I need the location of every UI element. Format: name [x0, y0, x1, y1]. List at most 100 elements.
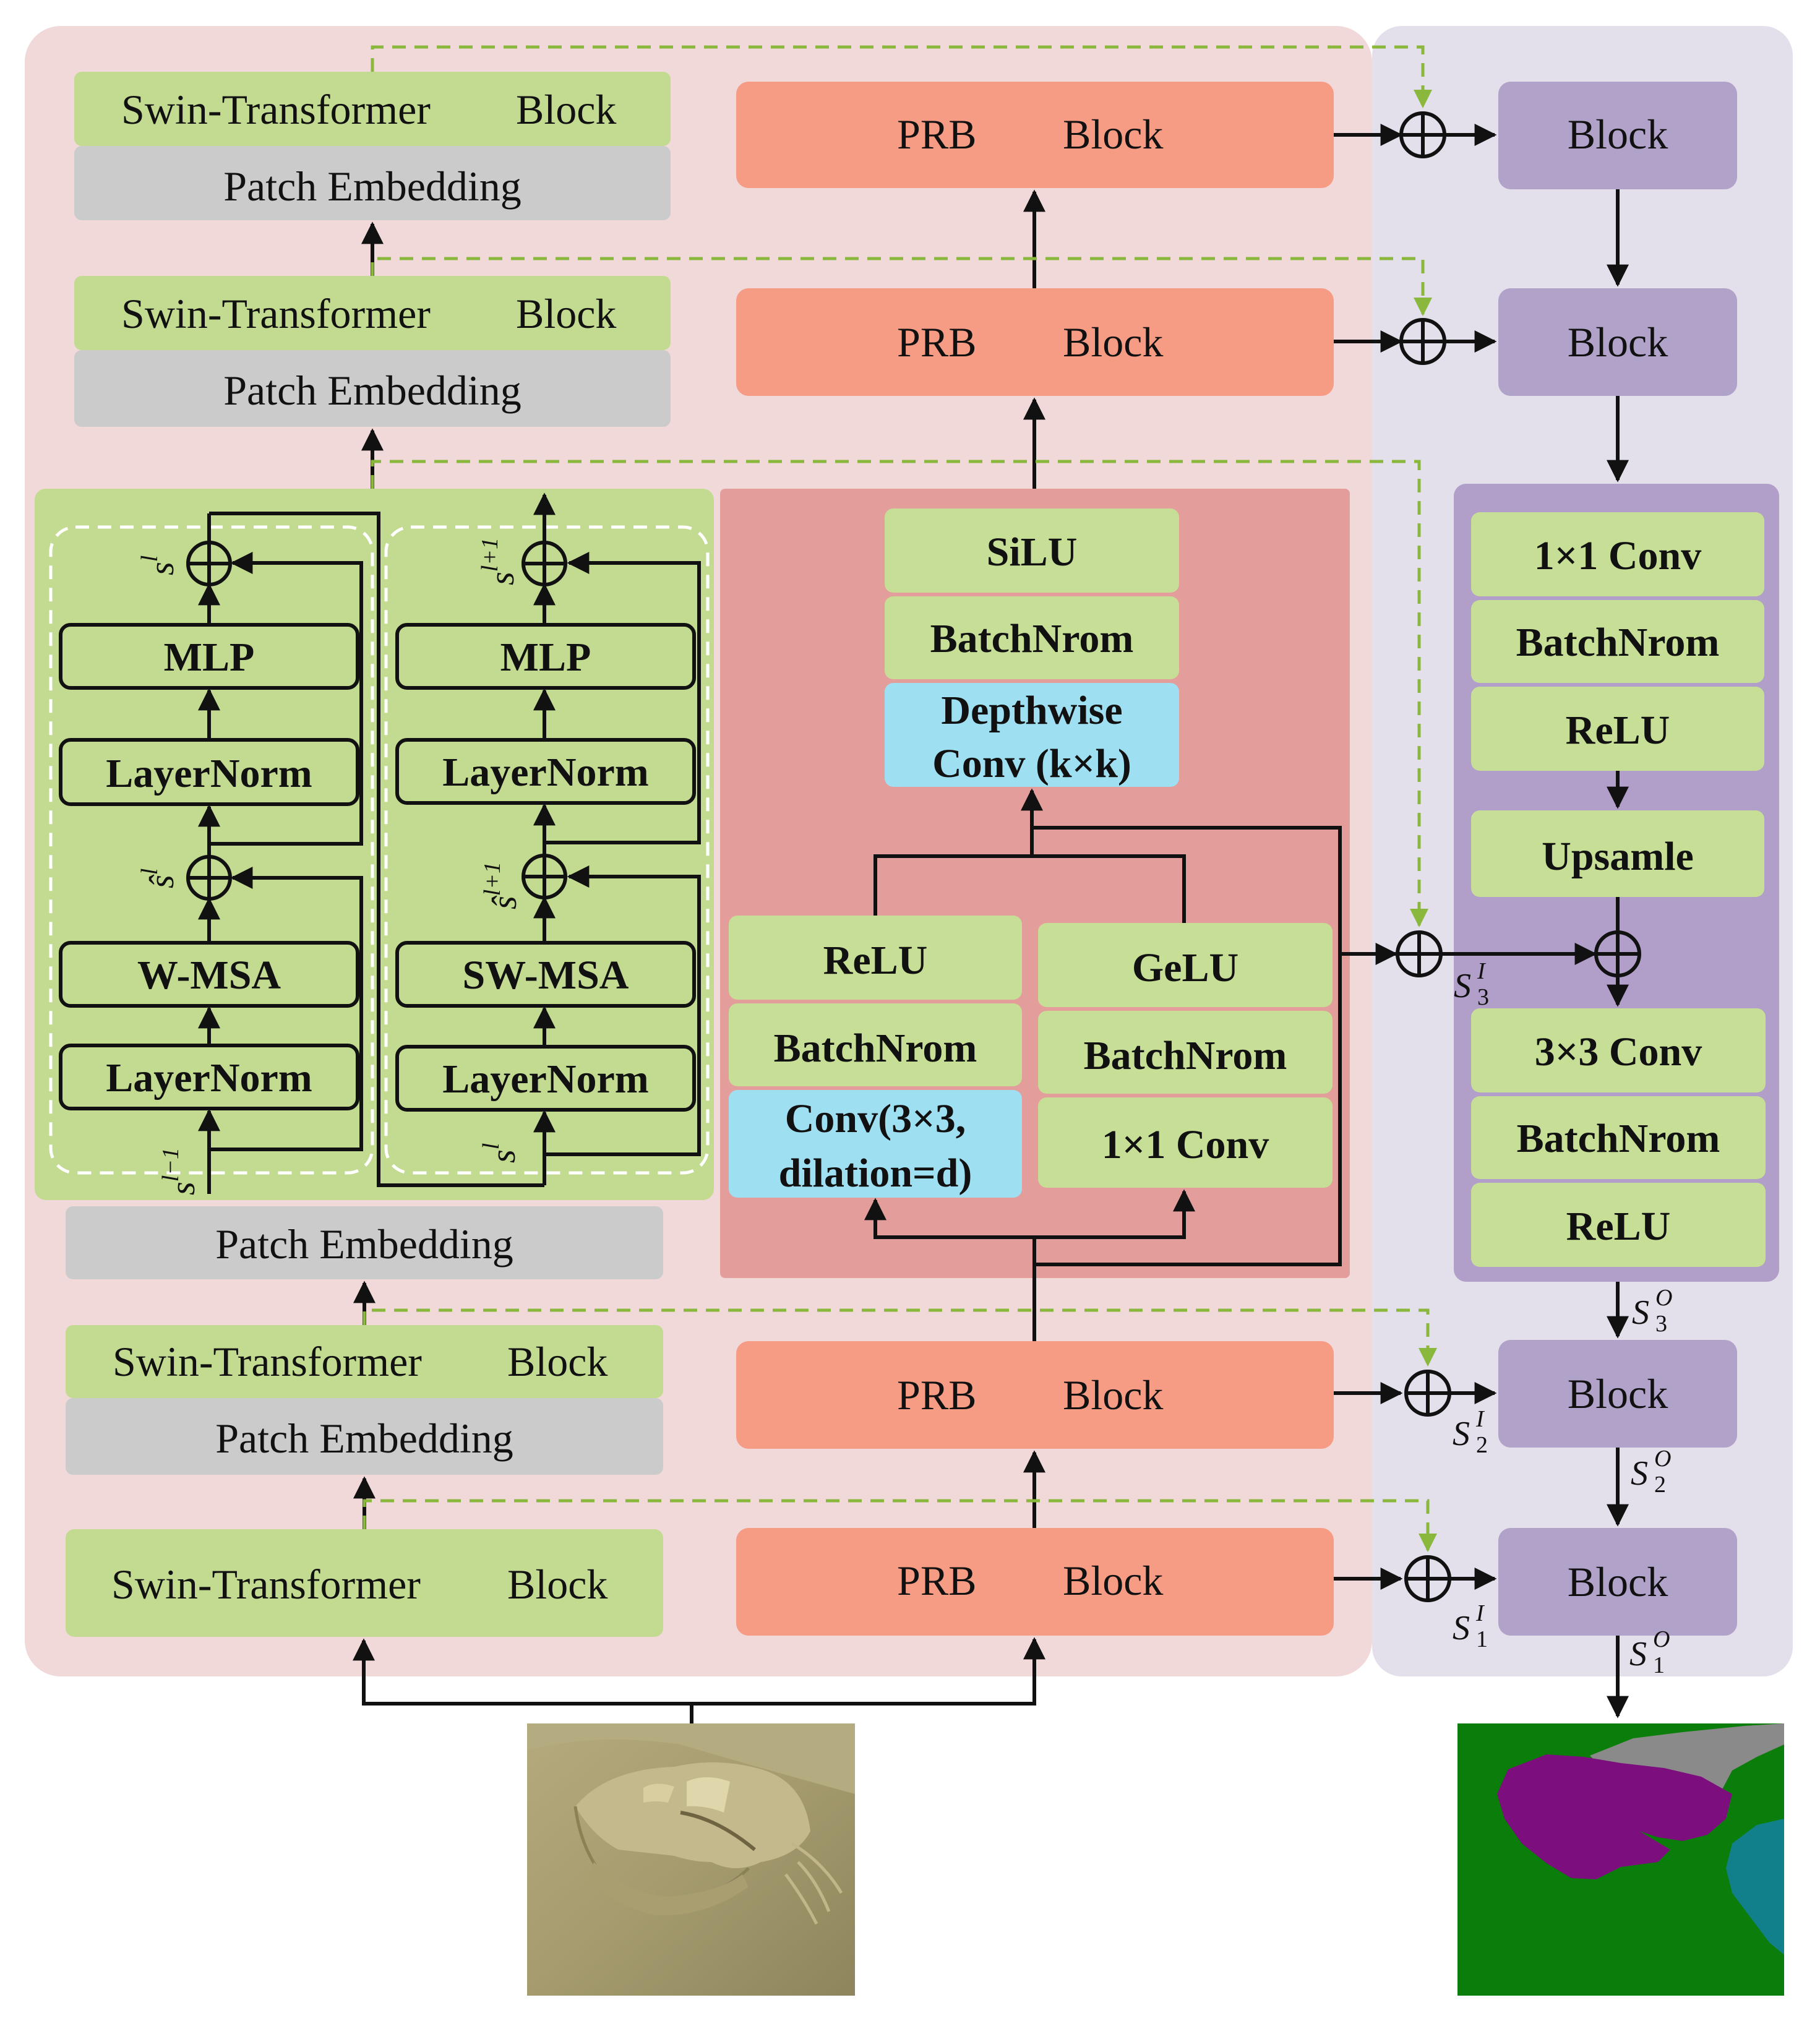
svg-text:ŝl: ŝl	[137, 869, 181, 888]
svg-text:O: O	[1655, 1285, 1672, 1311]
svg-text:3: 3	[1655, 1311, 1667, 1337]
label-shat-l-left: ŝl	[137, 869, 181, 888]
prb-dilated-conv-line2: dilation=d)	[779, 1151, 972, 1196]
prb-detail-connections	[864, 788, 1342, 1341]
swin-detail-left-dashed	[49, 525, 374, 1175]
left-layernorm-bot-label: LayerNorm	[106, 1055, 312, 1101]
dec-relu2-label: ReLU	[1566, 1204, 1671, 1249]
right-mlp-label: MLP	[500, 635, 591, 680]
swin-adder-right-top	[522, 541, 567, 586]
swin-block-2-suffix: Block	[507, 1338, 607, 1385]
svg-text:I: I	[1477, 958, 1487, 984]
swin-right-connections	[533, 492, 701, 1185]
swin-block-1-name: Swin-Transformer	[111, 1561, 421, 1608]
right-mlp: MLP	[395, 623, 696, 690]
prb-gelu-label: GeLU	[1132, 945, 1238, 990]
prb-1x1-conv-label: 1×1 Conv	[1102, 1122, 1269, 1167]
patch-embedding-3: Patch Embedding	[74, 350, 671, 427]
prb-block-1-name: PRB	[897, 1557, 977, 1604]
svg-text:sl+1: sl+1	[477, 538, 522, 585]
right-layernorm-top-label: LayerNorm	[442, 750, 649, 795]
prb-block-1: PRB Block	[736, 1528, 1334, 1636]
svg-text:S: S	[1632, 1294, 1649, 1332]
prb-block-1-suffix: Block	[1063, 1557, 1163, 1604]
svg-text:2: 2	[1476, 1432, 1488, 1458]
swin-block-1: Swin-Transformer Block	[66, 1529, 663, 1637]
decoder-block-2-label: Block	[1568, 1370, 1668, 1417]
prb-block-2-suffix: Block	[1063, 1371, 1163, 1418]
svg-text:S: S	[1454, 967, 1471, 1005]
svg-text:3: 3	[1477, 984, 1489, 1010]
dec-3x3-conv: 3×3 Conv	[1471, 1008, 1766, 1092]
svg-text:sl−1: sl−1	[158, 1148, 202, 1195]
left-mlp: MLP	[59, 623, 359, 690]
dec-1x1-conv: 1×1 Conv	[1471, 512, 1764, 596]
decoder-block-4-label: Block	[1568, 111, 1668, 158]
prb-bn-right-label: BatchNrom	[1084, 1033, 1287, 1078]
patch-embedding-1: Patch Embedding	[66, 1398, 663, 1475]
decoder-block-1: Block	[1498, 1528, 1737, 1636]
prb-block-4-suffix: Block	[1063, 111, 1163, 158]
swin-block-4: Swin-Transformer Block	[74, 72, 671, 146]
prb-relu-label: ReLU	[823, 938, 928, 983]
input-terrain-image	[527, 1723, 855, 1996]
label-s-lplus1-right-top: sl+1	[477, 538, 522, 585]
prb-depthwise-line1: Depthwise	[941, 688, 1122, 733]
dec-bn2-label: BatchNrom	[1517, 1116, 1720, 1161]
svg-text:I: I	[1475, 1406, 1485, 1432]
prb-bn-right: BatchNrom	[1038, 1011, 1333, 1094]
swin-block-3-name: Swin-Transformer	[121, 290, 431, 337]
prb-block-4: PRB Block	[736, 82, 1334, 188]
svg-text:sl: sl	[478, 1143, 523, 1163]
adder-level2	[1404, 1370, 1451, 1417]
label-s3-input: S I 3	[1454, 958, 1489, 1010]
prb-silu: SiLU	[885, 508, 1179, 593]
svg-text:S: S	[1629, 1635, 1647, 1673]
label-s2-output: S O 2	[1631, 1446, 1671, 1498]
adder-level3	[1399, 318, 1446, 365]
dec-1x1-conv-label: 1×1 Conv	[1534, 533, 1701, 578]
svg-text:1: 1	[1653, 1652, 1665, 1678]
adder-level1	[1404, 1555, 1451, 1602]
label-s-lminus1-left: sl−1	[158, 1148, 202, 1195]
swin-left-connections	[198, 512, 544, 1194]
swin-adder-right-mid	[522, 854, 567, 899]
left-wmsa: W-MSA	[59, 941, 359, 1008]
swin-block-4-name: Swin-Transformer	[121, 86, 431, 133]
svg-text:O: O	[1653, 1626, 1670, 1652]
swin-block-3-suffix: Block	[516, 290, 616, 337]
dec-bn2: BatchNrom	[1471, 1096, 1766, 1179]
svg-text:sl: sl	[137, 556, 181, 575]
prb-bn-top: BatchNrom	[885, 596, 1179, 679]
prb-depthwise-conv: Depthwise Conv (k×k)	[885, 683, 1179, 787]
left-layernorm-top: LayerNorm	[59, 738, 359, 806]
swin-block-1-suffix: Block	[507, 1561, 607, 1608]
left-layernorm-top-label: LayerNorm	[106, 751, 312, 796]
swin-block-4-suffix: Block	[516, 86, 616, 133]
dec-bn1-label: BatchNrom	[1516, 620, 1720, 665]
patch-embedding-2: Patch Embedding	[66, 1206, 663, 1279]
swin-block-3: Swin-Transformer Block	[74, 276, 671, 350]
dec-upsample: Upsamle	[1471, 810, 1764, 897]
svg-text:O: O	[1654, 1446, 1671, 1472]
swin-adder-left-top	[186, 541, 232, 586]
prb-1x1-conv: 1×1 Conv	[1038, 1097, 1333, 1188]
prb-block-3-suffix: Block	[1063, 319, 1163, 366]
prb-bn-top-label: BatchNrom	[930, 616, 1134, 661]
patch-embedding-4-label: Patch Embedding	[223, 163, 522, 210]
svg-text:S: S	[1631, 1454, 1648, 1493]
label-s-l-left-top: sl	[137, 556, 181, 575]
skip-connections	[363, 45, 1437, 1552]
dec-upsample-label: Upsamle	[1542, 834, 1694, 879]
right-swmsa-label: SW-MSA	[463, 953, 629, 998]
left-mlp-label: MLP	[164, 635, 255, 680]
prb-gelu: GeLU	[1038, 923, 1333, 1007]
decoder-block-2: Block	[1498, 1340, 1737, 1448]
prb-block-2-name: PRB	[897, 1371, 977, 1418]
label-s1-output: S O 1	[1629, 1626, 1670, 1678]
output-segmentation-map	[1457, 1723, 1784, 1996]
swin-block-2-name: Swin-Transformer	[113, 1338, 422, 1385]
prb-bn-left-label: BatchNrom	[774, 1026, 977, 1071]
label-s2-input: S I 2	[1453, 1406, 1488, 1458]
